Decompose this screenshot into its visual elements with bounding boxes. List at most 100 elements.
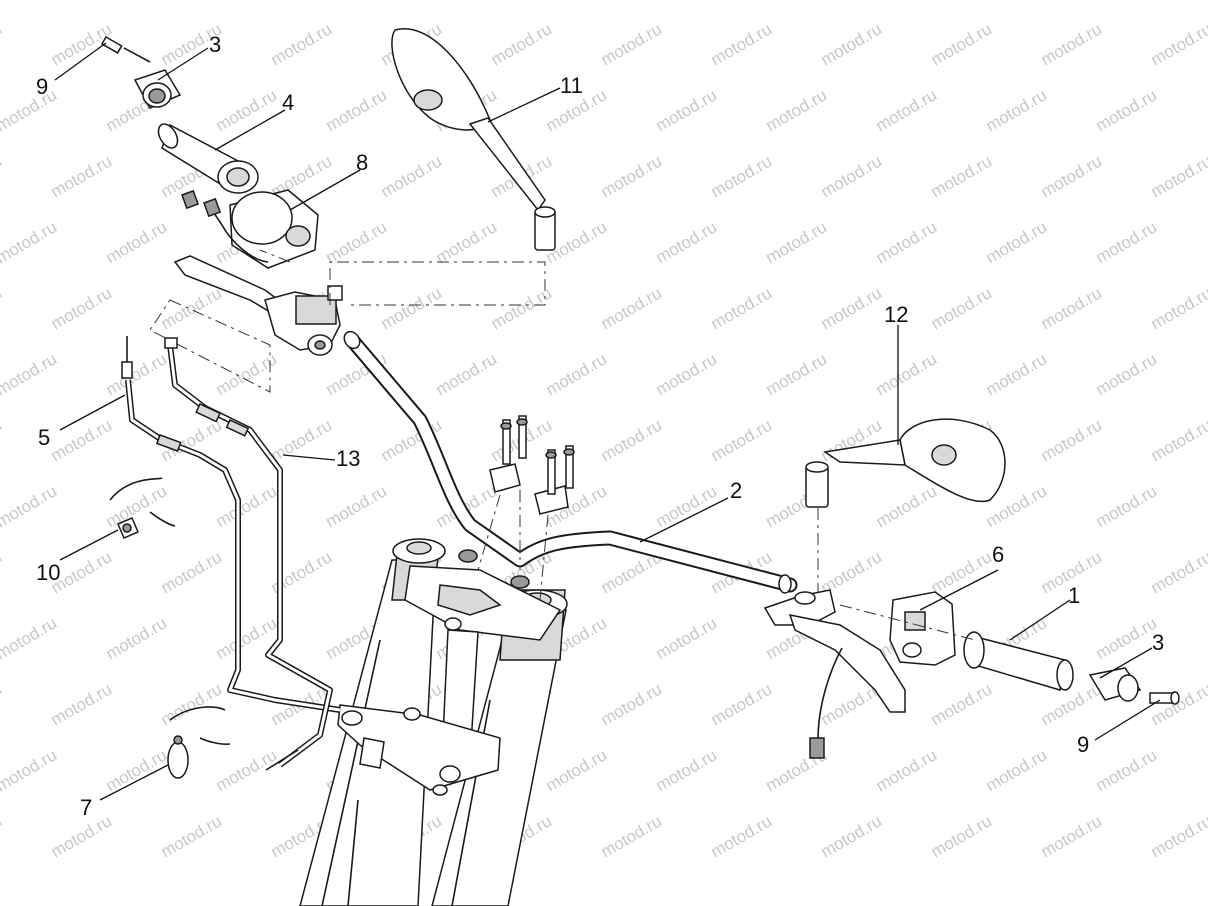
watermark-text: motod.ru xyxy=(48,151,116,201)
watermark-text: motod.ru xyxy=(543,349,611,399)
watermark-text: motod.ru xyxy=(653,745,721,795)
left-switch-8 xyxy=(181,189,319,269)
mirror-12 xyxy=(805,418,1006,508)
watermark-text: motod.ru xyxy=(48,679,116,729)
callout-3-right: 3 xyxy=(1152,630,1164,655)
watermark-text: motod.ru xyxy=(818,151,886,201)
watermark-text: motod.ru xyxy=(873,85,941,135)
callout-2: 2 xyxy=(730,478,742,503)
watermark-text: motod.ru xyxy=(873,481,941,531)
watermark-text: motod.ru xyxy=(1093,85,1161,135)
watermark-text: motod.ru xyxy=(0,481,60,531)
handlebar-clamp-right xyxy=(534,445,575,601)
watermark-text: motod.ru xyxy=(1093,745,1161,795)
watermark-text: motod.ru xyxy=(103,349,171,399)
throttle-cable-5 xyxy=(121,336,341,713)
watermark-text: motod.ru xyxy=(818,19,886,69)
watermark-text: motod.ru xyxy=(378,151,446,201)
watermark-text: motod.ru xyxy=(1148,679,1208,729)
brake-lever-assembly xyxy=(763,589,906,759)
watermark-text: motod.ru xyxy=(1148,151,1208,201)
bar-end-weight-3-top xyxy=(133,69,182,109)
watermark-text: motod.ru xyxy=(708,283,776,333)
watermark-text: motod.ru xyxy=(928,811,996,861)
handlebar-clamp-left xyxy=(477,415,528,571)
watermark-text: motod.ru xyxy=(543,745,611,795)
handlebar xyxy=(343,330,798,594)
watermark-text: motod.ru xyxy=(1038,283,1106,333)
bolt-9-right xyxy=(1149,691,1180,705)
callout-13: 13 xyxy=(336,446,360,471)
assembly-lines-left xyxy=(149,249,546,393)
watermark-text: motod.ru xyxy=(158,283,226,333)
watermark-text: motod.ru xyxy=(1148,547,1208,597)
watermark-text: motod.ru xyxy=(158,811,226,861)
watermark-text: motod.ru xyxy=(763,217,831,267)
watermark-text: motod.ru xyxy=(0,151,5,201)
watermark-text: motod.ru xyxy=(928,19,996,69)
leader-lines xyxy=(54,42,1161,801)
watermark-text: motod.ru xyxy=(1093,481,1161,531)
callout-6: 6 xyxy=(992,542,1004,567)
watermark-text: motod.ru xyxy=(0,217,60,267)
watermark-text: motod.ru xyxy=(598,19,666,69)
callout-4: 4 xyxy=(282,90,294,115)
watermark-text: motod.ru xyxy=(103,217,171,267)
watermark-text: motod.ru xyxy=(983,85,1051,135)
watermark-text: motod.ru xyxy=(653,349,721,399)
watermark-text: motod.ru xyxy=(323,481,391,531)
watermark-text: motod.ru xyxy=(983,349,1051,399)
watermark-text: motod.ru xyxy=(0,283,5,333)
watermark-text: motod.ru xyxy=(268,415,336,465)
cable-clip-10 xyxy=(109,477,176,539)
watermark-text: motod.ru xyxy=(0,679,5,729)
watermark-text: motod.ru xyxy=(323,85,391,135)
watermark-text: motod.ru xyxy=(983,745,1051,795)
watermark-text: motod.ru xyxy=(708,19,776,69)
watermark-text: motod.ru xyxy=(873,745,941,795)
watermark-text: motod.ru xyxy=(598,679,666,729)
watermark-text: motod.ru xyxy=(928,679,996,729)
front-fork xyxy=(299,538,568,906)
watermark-text: motod.ru xyxy=(1038,811,1106,861)
cable-tie-7 xyxy=(167,706,231,779)
watermark-text: motod.ru xyxy=(213,481,281,531)
watermark-text: motod.ru xyxy=(0,613,60,663)
watermark-text: motod.ru xyxy=(0,349,60,399)
watermark-text: motod.ru xyxy=(598,151,666,201)
watermark-text: motod.ru xyxy=(1093,613,1161,663)
watermark-text: motod.ru xyxy=(1038,19,1106,69)
watermark-text: motod.ru xyxy=(48,283,116,333)
watermark-text: motod.ru xyxy=(818,283,886,333)
watermark-text: motod.ru xyxy=(1093,217,1161,267)
watermark-text: motod.ru xyxy=(708,679,776,729)
callout-1: 1 xyxy=(1068,583,1080,608)
watermark-text: motod.ru xyxy=(873,349,941,399)
callout-9-right: 9 xyxy=(1077,732,1089,757)
watermark-text: motod.ru xyxy=(928,547,996,597)
watermark-text: motod.ru xyxy=(598,415,666,465)
watermark-text: motod.ru xyxy=(928,283,996,333)
watermark-text: motod.ru xyxy=(983,217,1051,267)
watermark-text: motod.ru xyxy=(0,745,60,795)
watermark-text: motod.ru xyxy=(323,217,391,267)
watermark-text: motod.ru xyxy=(763,85,831,135)
watermark-text: motod.ru xyxy=(708,811,776,861)
watermark-text: motod.ru xyxy=(0,85,60,135)
right-switch-6 xyxy=(889,591,956,666)
watermark-text: motod.ru xyxy=(1038,151,1106,201)
clutch-lever-assembly xyxy=(173,255,343,356)
watermark-text: motod.ru xyxy=(598,811,666,861)
watermark-text: motod.ru xyxy=(0,547,5,597)
callout-7: 7 xyxy=(80,795,92,820)
watermark-text: motod.ru xyxy=(763,349,831,399)
watermark-text: motod.ru xyxy=(1038,415,1106,465)
watermark-text: motod.ru xyxy=(0,811,5,861)
watermark-text: motod.ru xyxy=(818,811,886,861)
watermark-text: motod.ru xyxy=(268,19,336,69)
watermark-text: motod.ru xyxy=(928,151,996,201)
watermark-text: motod.ru xyxy=(103,745,171,795)
watermark-text: motod.ru xyxy=(103,481,171,531)
callout-11: 11 xyxy=(560,73,583,98)
